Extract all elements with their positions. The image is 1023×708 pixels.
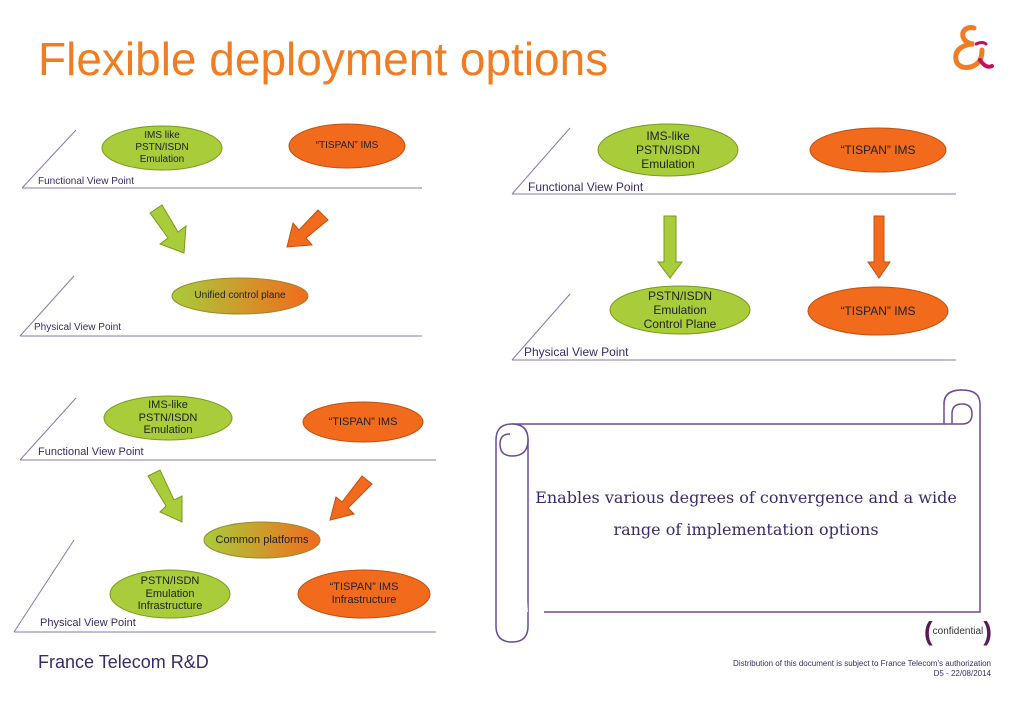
tl-unified-label: Unified control plane [194,290,286,302]
tl-tispan-label: “TISPAN” IMS [315,140,379,152]
tr-green-arrow [657,215,683,279]
tr-tispan-physical-label: “TISPAN” IMS [840,303,916,318]
bl-tispan-label: “TISPAN” IMS [328,415,398,428]
bl-tispan-ellipse [302,401,424,443]
distribution-block: Distribution of this document is subject… [733,659,991,679]
tr-pstn-control-ellipse [609,285,751,335]
tr-physical-label: Physical View Point [524,345,629,359]
bl-ims-like-label: IMS-like PSTN/ISDN Emulation [138,398,198,437]
tl-green-arrow [149,204,187,254]
tl-physical-label: Physical View Point [34,322,122,333]
tl-functional-plane [21,129,422,189]
tl-ims-like-label: IMS like PSTN/ISDN Emulation [135,130,189,165]
tr-physical-plane [511,293,956,361]
bl-functional-label: Functional View Point [38,446,144,458]
bl-common-label: Common platforms [215,533,309,546]
bl-physical-plane [13,539,436,633]
bl-green-arrow [147,469,183,523]
tr-tispan-ellipse [809,127,947,173]
tl-ims-like-ellipse [101,125,223,171]
footer-company: France Telecom R&D [38,652,209,672]
document-ref: D5 - 22/08/2014 [933,669,991,678]
tr-tispan-label: “TISPAN” IMS [840,142,916,157]
france-telecom-logo-icon [953,25,994,70]
tr-functional-plane [511,127,956,195]
distribution-note: Distribution of this document is subject… [733,659,991,668]
slide-title: Flexible deployment options [38,33,609,85]
scroll-shape [495,389,981,643]
confidential-label: confidential [932,626,984,637]
tl-orange-arrow [286,209,329,248]
tl-unified-ellipse [171,277,309,315]
confidential-badge: (confidential) [924,616,992,647]
close-paren-icon: ) [983,616,992,646]
tr-orange-arrow [867,215,891,279]
tl-functional-label: Functional View Point [38,176,134,187]
tr-tispan-physical-ellipse [807,286,949,336]
tr-ims-like-ellipse [597,123,739,177]
open-paren-icon: ( [924,616,933,646]
bl-orange-arrow [329,475,373,521]
bl-physical-label: Physical View Point [40,617,136,629]
bl-functional-plane [19,397,436,461]
bl-pstn-infra-label: PSTN/ISDN Emulation Infrastructure [137,574,203,613]
tl-physical-plane [19,275,422,337]
bl-ims-like-ellipse [103,395,233,441]
tr-ims-like-label: IMS-like PSTN/ISDN Emulation [635,128,700,172]
tr-pstn-control-label: PSTN/ISDN Emulation Control Plane [643,288,717,332]
scroll-note: Enables various degrees of convergence a… [535,488,957,539]
tl-tispan-ellipse [288,123,406,169]
bl-pstn-infra-ellipse [109,569,231,619]
tr-functional-label: Functional View Point [528,180,644,194]
bl-tispan-infra-label: “TISPAN” IMS Infrastructure [329,581,399,606]
bl-tispan-infra-ellipse [297,569,431,619]
bl-common-ellipse [203,521,321,559]
